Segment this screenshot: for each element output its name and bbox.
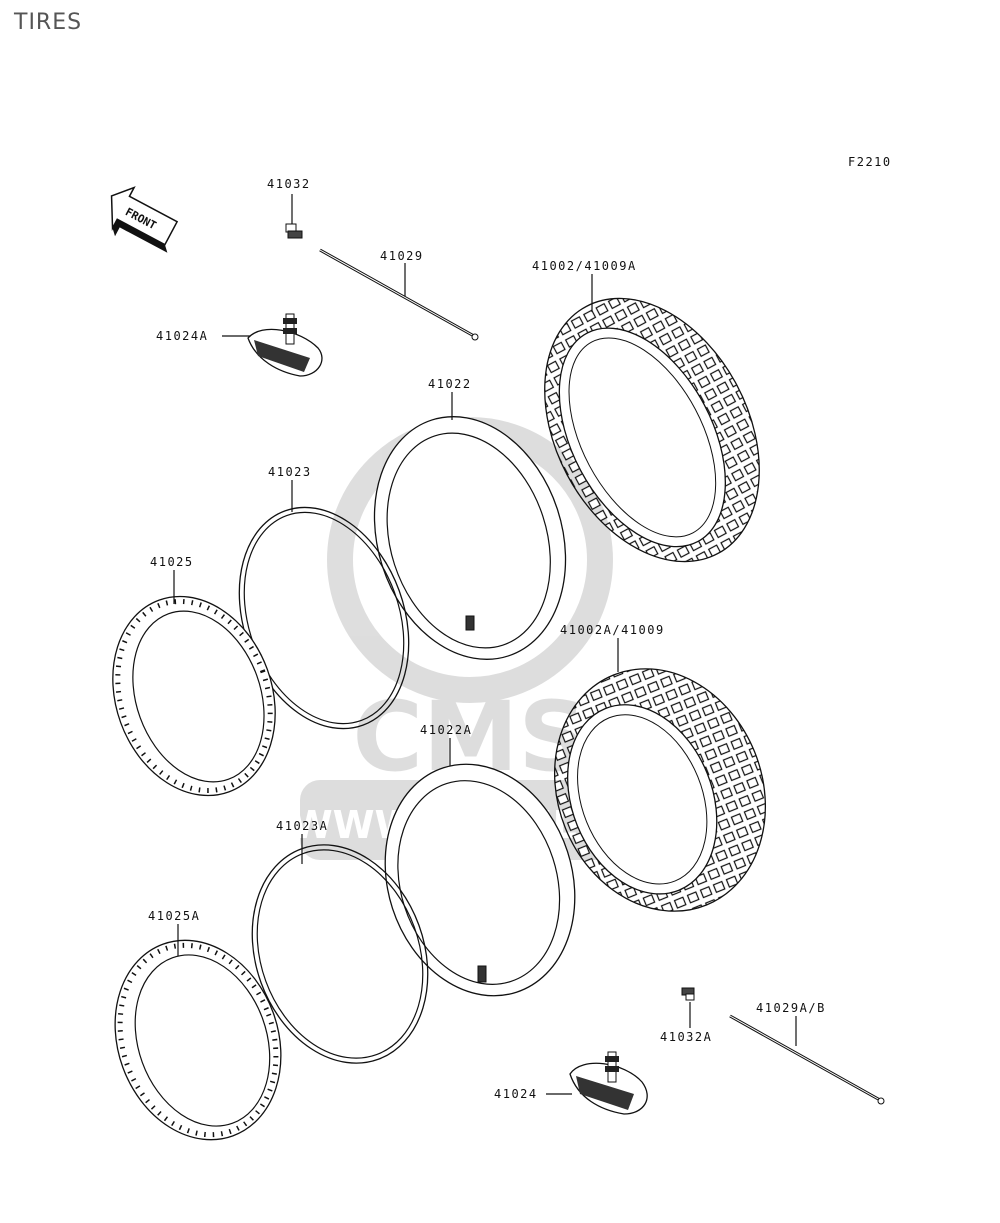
label-41029A-B: 41029A/B <box>756 1001 826 1015</box>
leader-41023A: 41023A <box>276 819 328 864</box>
valve-41022A <box>477 965 487 983</box>
part-41002A-41009[interactable] <box>519 637 801 943</box>
leader-41002-41009A: 41002/41009A <box>532 259 637 312</box>
page-title: TIRES <box>14 10 83 35</box>
label-41025: 41025 <box>150 555 194 569</box>
label-41022: 41022 <box>428 377 472 391</box>
part-41002-41009A[interactable] <box>502 261 803 598</box>
leader-41025A: 41025A <box>148 909 200 956</box>
leader-41022: 41022 <box>428 377 472 420</box>
part-41024A[interactable]: 41024A <box>156 313 323 377</box>
part-41025A[interactable] <box>88 917 308 1163</box>
label-41024: 41024 <box>494 1087 538 1101</box>
label-41032: 41032 <box>267 177 311 191</box>
part-41025[interactable] <box>86 573 302 818</box>
figure-code: F2210 <box>848 155 892 169</box>
label-41029: 41029 <box>380 249 424 263</box>
label-41032A: 41032A <box>660 1030 712 1044</box>
leader-41023: 41023 <box>268 465 312 512</box>
label-41022A: 41022A <box>420 723 472 737</box>
part-41032A[interactable]: 41032A <box>660 987 712 1044</box>
label-41025A: 41025A <box>148 909 200 923</box>
part-41022A[interactable] <box>356 739 604 1020</box>
part-41029[interactable]: 41029 <box>319 248 479 341</box>
front-arrow-icon: FRONT <box>110 186 179 253</box>
part-41024[interactable]: 41024 <box>494 1051 648 1115</box>
label-41002-41009A: 41002/41009A <box>532 259 637 273</box>
label-41023A: 41023A <box>276 819 328 833</box>
leader-41025: 41025 <box>150 555 194 604</box>
valve-41022 <box>465 615 475 631</box>
leader-41022A: 41022A <box>420 723 472 766</box>
part-41032[interactable]: 41032 <box>267 177 311 239</box>
leader-41002A-41009: 41002A/41009 <box>560 623 665 672</box>
part-41022[interactable] <box>344 392 596 685</box>
label-41002A-41009: 41002A/41009 <box>560 623 665 637</box>
label-41024A: 41024A <box>156 329 208 343</box>
label-41023: 41023 <box>268 465 312 479</box>
part-41029A-B[interactable]: 41029A/B <box>729 1001 885 1105</box>
